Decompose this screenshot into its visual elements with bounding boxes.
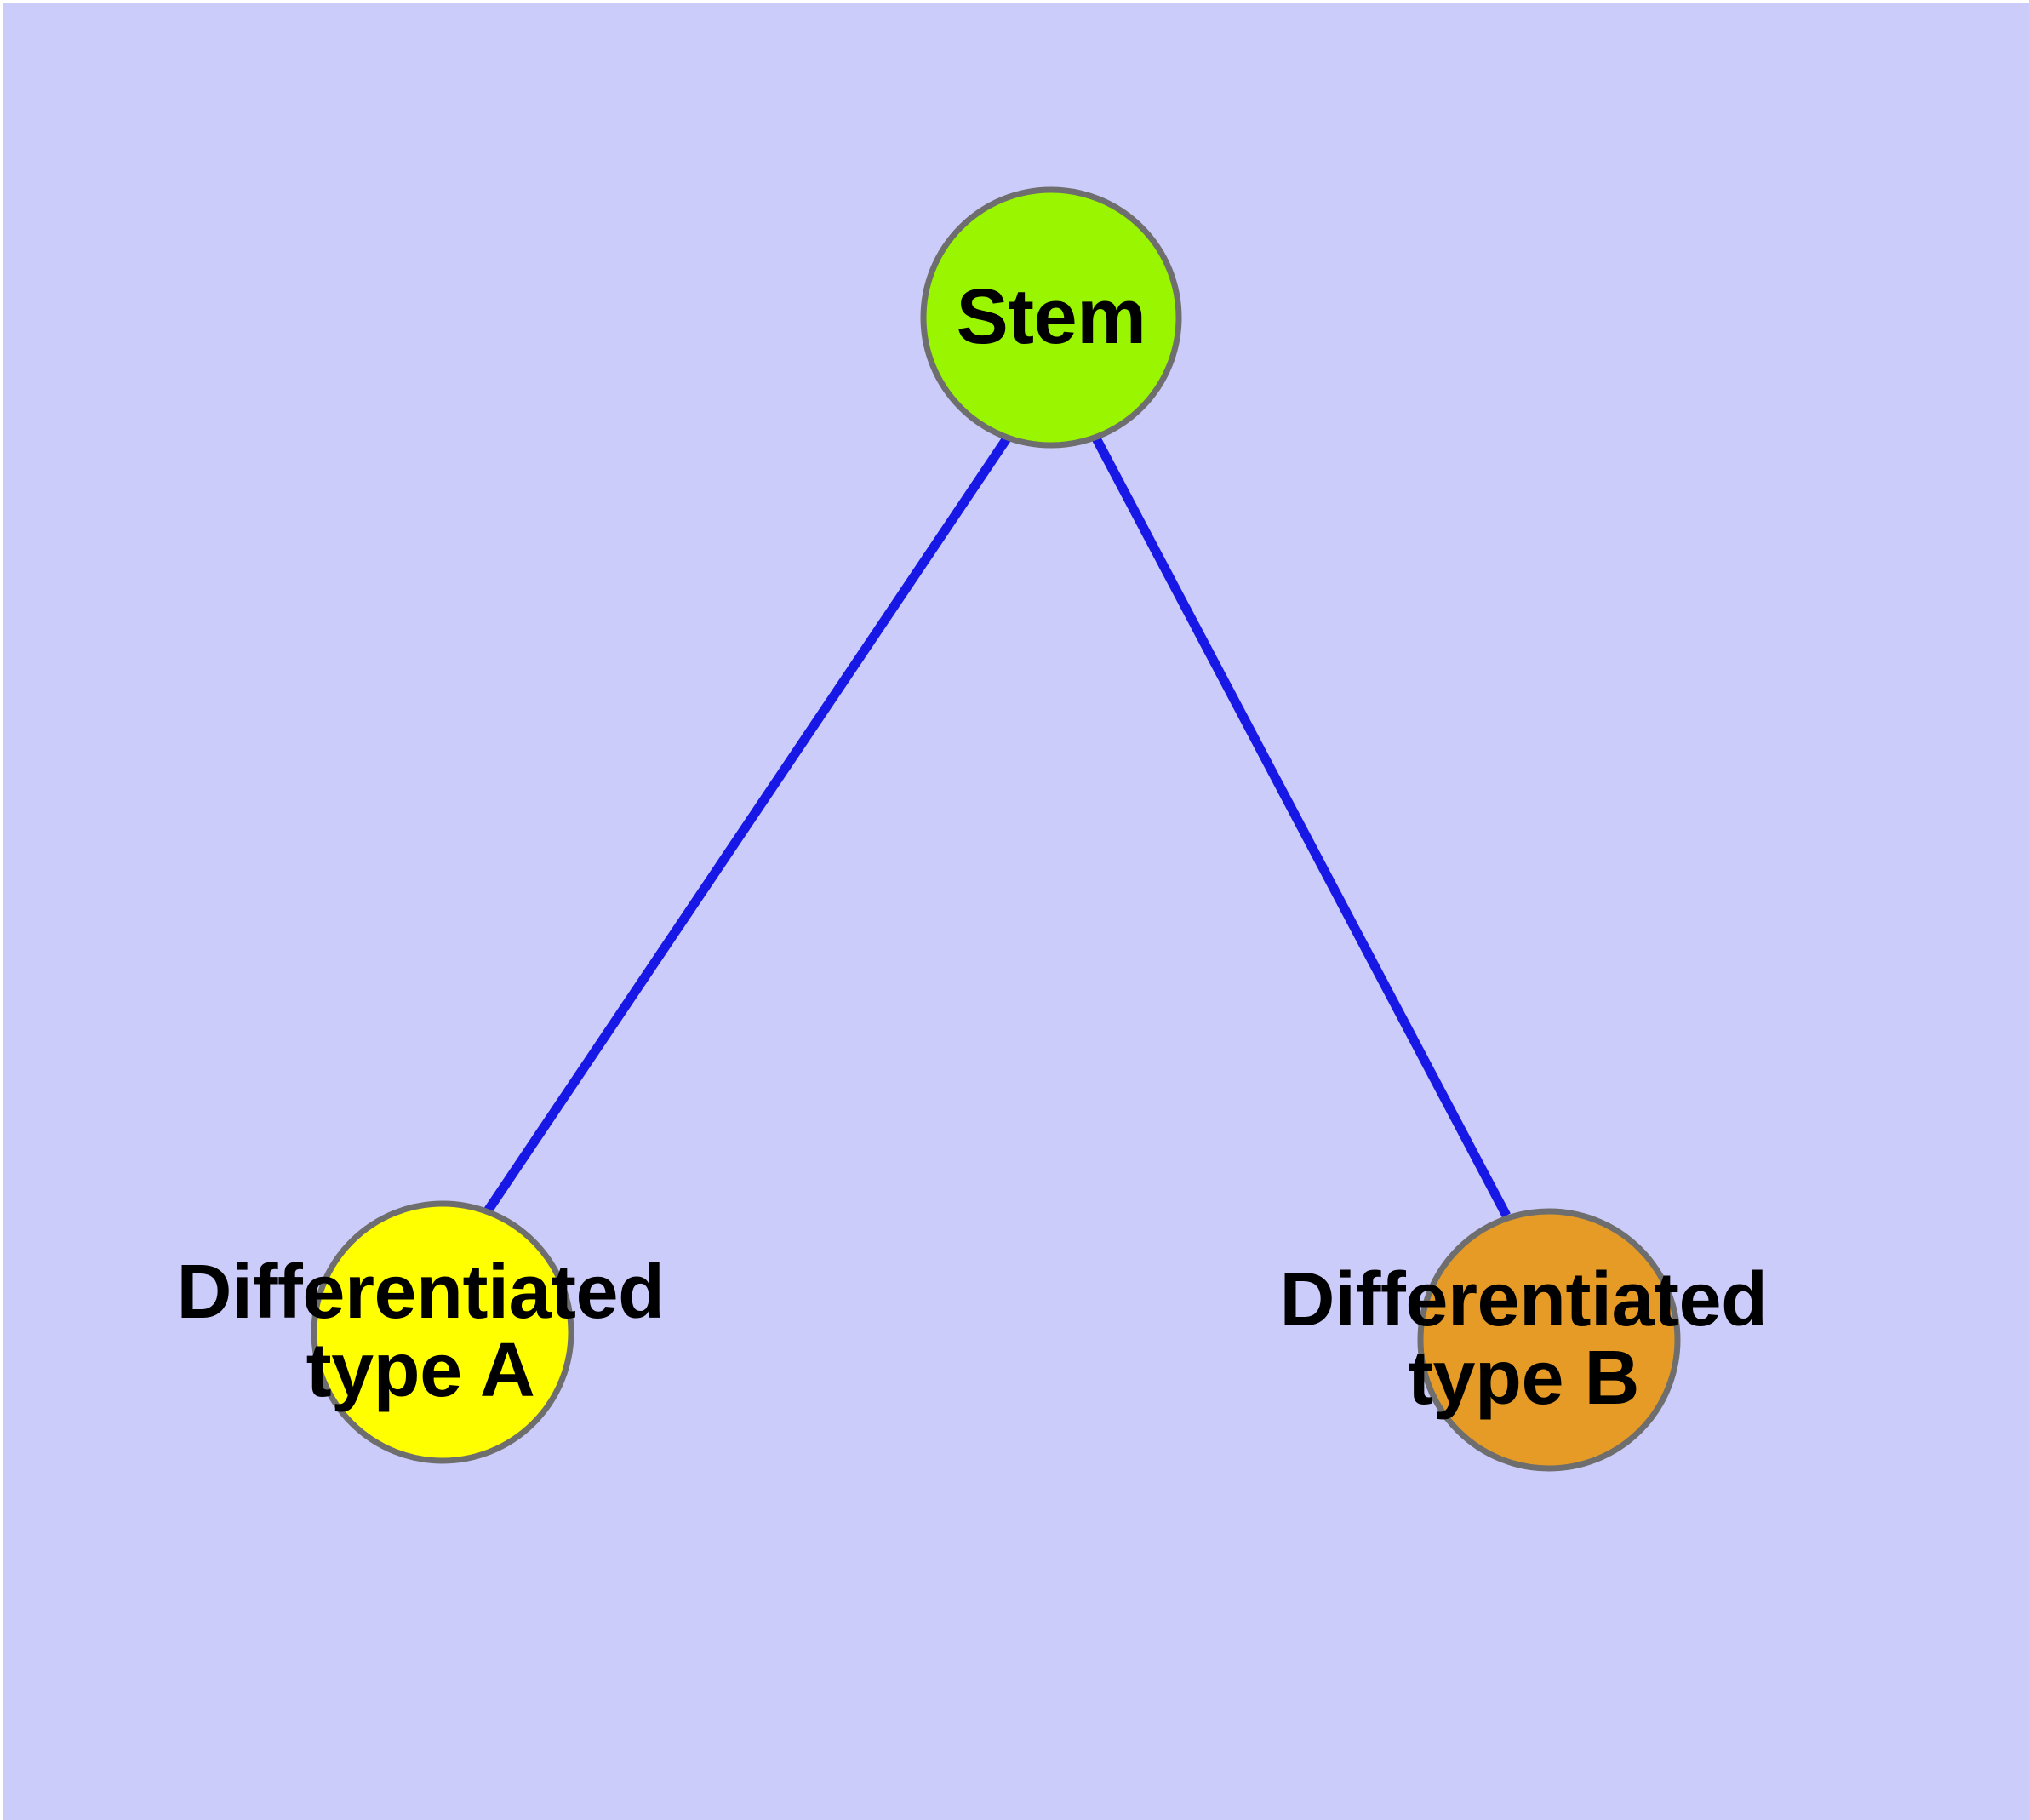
edge-stem-to-diff_a[interactable] <box>483 435 1011 1216</box>
node-diff_a[interactable] <box>311 1200 574 1464</box>
node-stem[interactable] <box>920 186 1182 449</box>
edge-stem-to-diff_b[interactable] <box>1092 436 1511 1218</box>
nodes-group <box>311 186 1681 1472</box>
node-diff_b[interactable] <box>1417 1208 1681 1472</box>
edges-group <box>483 435 1511 1218</box>
